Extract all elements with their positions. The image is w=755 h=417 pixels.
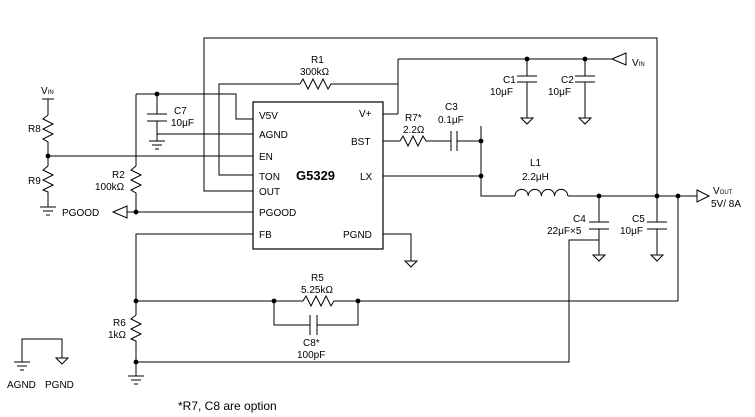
- l1-value: 2.2μH: [522, 172, 549, 183]
- r8-ref: R8: [28, 124, 41, 135]
- pgood-label: PGOOD: [62, 208, 99, 219]
- pin-vplus: V+: [359, 109, 372, 120]
- pin-ton: TON: [259, 172, 280, 183]
- pgood-flag-icon: [111, 205, 128, 219]
- r7-value: 2.2Ω: [403, 125, 425, 136]
- c3-ref: C3: [445, 102, 458, 113]
- capacitor-c1: [517, 75, 537, 83]
- ground-r6-icon: [128, 375, 144, 385]
- capacitor-c2: [575, 75, 595, 83]
- vin-left-label: VIN: [41, 86, 54, 97]
- l1-ref: L1: [530, 158, 542, 169]
- agnd-legend-label: AGND: [7, 380, 36, 391]
- resistor-r6: [129, 314, 143, 343]
- c8-ref: C8*: [303, 338, 320, 349]
- vin-label: VIN: [632, 58, 645, 69]
- resistor-r1: [299, 77, 335, 91]
- pin-v5v: V5V: [259, 111, 278, 122]
- r7-ref: R7*: [405, 113, 422, 124]
- resistor-r5: [302, 294, 336, 308]
- r2-value: 100kΩ: [95, 182, 125, 193]
- c8-value: 100pF: [297, 350, 325, 361]
- c5-ref: C5: [632, 214, 645, 225]
- pin-fb: FB: [259, 230, 272, 241]
- r6-value: 1kΩ: [108, 330, 127, 341]
- c1-value: 10μF: [490, 87, 513, 98]
- resistor-r9: [41, 165, 55, 194]
- r9-ref: R9: [28, 176, 41, 187]
- ground-c4-icon: [591, 254, 607, 262]
- ground-c2-icon: [577, 117, 593, 125]
- pin-lx: LX: [360, 172, 373, 183]
- ground-legend: [14, 338, 70, 371]
- r5-value: 5.25kΩ: [301, 285, 333, 296]
- r5-ref: R5: [311, 273, 324, 284]
- pin-en: EN: [259, 152, 273, 163]
- capacitor-c4: [589, 221, 609, 230]
- r1-value: 300kΩ: [300, 67, 330, 78]
- pin-pgood: PGOOD: [259, 208, 296, 219]
- capacitor-c5: [647, 221, 667, 230]
- capacitor-c7: [147, 113, 167, 122]
- pgnd-legend-label: PGND: [45, 380, 74, 391]
- capacitor-c8: [309, 315, 318, 335]
- resistor-r8: [41, 114, 55, 145]
- c7-value: 10μF: [171, 118, 194, 129]
- c3-value: 0.1μF: [438, 115, 464, 126]
- c7-ref: C7: [174, 106, 187, 117]
- pin-bst: BST: [351, 137, 370, 148]
- c1-ref: C1: [503, 75, 516, 86]
- c2-ref: C2: [561, 75, 574, 86]
- pin-pgnd: PGND: [343, 230, 372, 241]
- c4-ref: C4: [573, 214, 586, 225]
- c4-value: 22μF×5: [547, 226, 582, 237]
- r2-ref: R2: [112, 170, 125, 181]
- ground-r9-icon: [40, 206, 56, 216]
- r6-ref: R6: [113, 318, 126, 329]
- ground-pgnd-icon: [403, 260, 419, 268]
- ground-c5-icon: [649, 254, 665, 262]
- footnote: *R7, C8 are option: [178, 399, 277, 413]
- inductor-l1: [514, 188, 569, 197]
- wires: [47, 37, 697, 376]
- vout-rating: 5V/ 8A: [711, 199, 741, 210]
- capacitor-c3: [450, 131, 458, 151]
- ic-g5329: G5329 V5V AGND EN TON OUT PGOOD FB V+ BS…: [252, 101, 384, 250]
- ground-c7-icon: [149, 140, 165, 150]
- chip-name: G5329: [296, 168, 335, 183]
- resistor-r2: [129, 165, 143, 196]
- c2-value: 10μF: [548, 87, 571, 98]
- resistor-r7: [399, 134, 429, 148]
- vin-flag-icon: [610, 52, 627, 66]
- chip-body: [252, 101, 384, 250]
- ground-c1-icon: [519, 117, 535, 125]
- pin-agnd: AGND: [259, 130, 288, 141]
- vout-label: VOUT: [713, 186, 733, 197]
- vout-flag-icon: [696, 189, 711, 203]
- c5-value: 10μF: [620, 226, 643, 237]
- pin-out: OUT: [259, 187, 280, 198]
- junction-dots: [45, 56, 681, 365]
- r1-ref: R1: [311, 55, 324, 66]
